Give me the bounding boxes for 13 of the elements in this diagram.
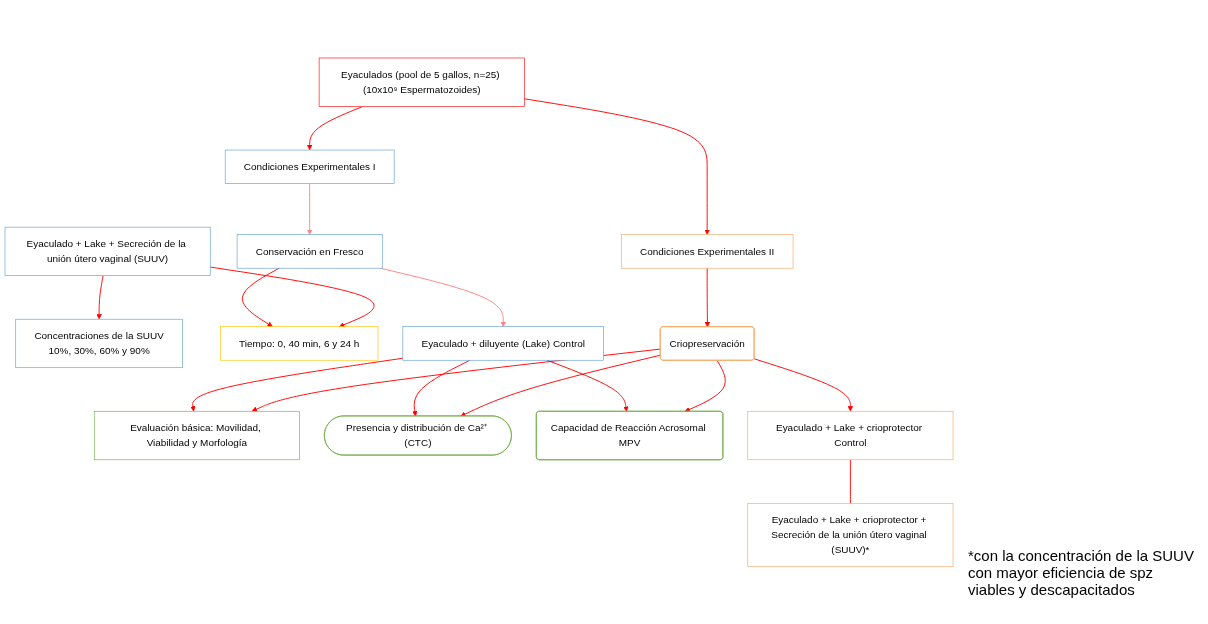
node-box: Eyaculado + Lake + crioprotector + Secreción de la unión útero vaginal (SUUV)*: [747, 502, 954, 567]
node-box: Eyaculado + diluyente (Lake) Control: [402, 326, 604, 361]
node-box: Evaluación básica: Movilidad, Viabilidad y Morfología: [93, 410, 300, 460]
footnote: *con la concentración de la SUUV con mayor eficiencia de spz viables y descapacitados: [968, 547, 1195, 598]
node-box: Tiempo: 0, 40 min, 6 y 24 h: [220, 326, 379, 361]
node-box: Eyaculado + Lake + Secreción de la unión útero vaginal (SUUV): [4, 226, 211, 276]
node-box: Condiciones Experimentales I: [224, 149, 395, 184]
node-box: Eyaculado + Lake + crioprotector Control: [747, 410, 954, 460]
node-box: Eyaculados (pool de 5 gallos, n=25) (10x10⁹ Espermatozoides): [318, 57, 525, 107]
node-box: Concentraciones de la SUUV 10%, 30%, 60% y 90%: [15, 318, 183, 368]
node-box: Condiciones Experimentales II: [621, 233, 794, 269]
connector: [849, 458, 851, 504]
node-box: Conservación en Fresco: [236, 233, 383, 269]
